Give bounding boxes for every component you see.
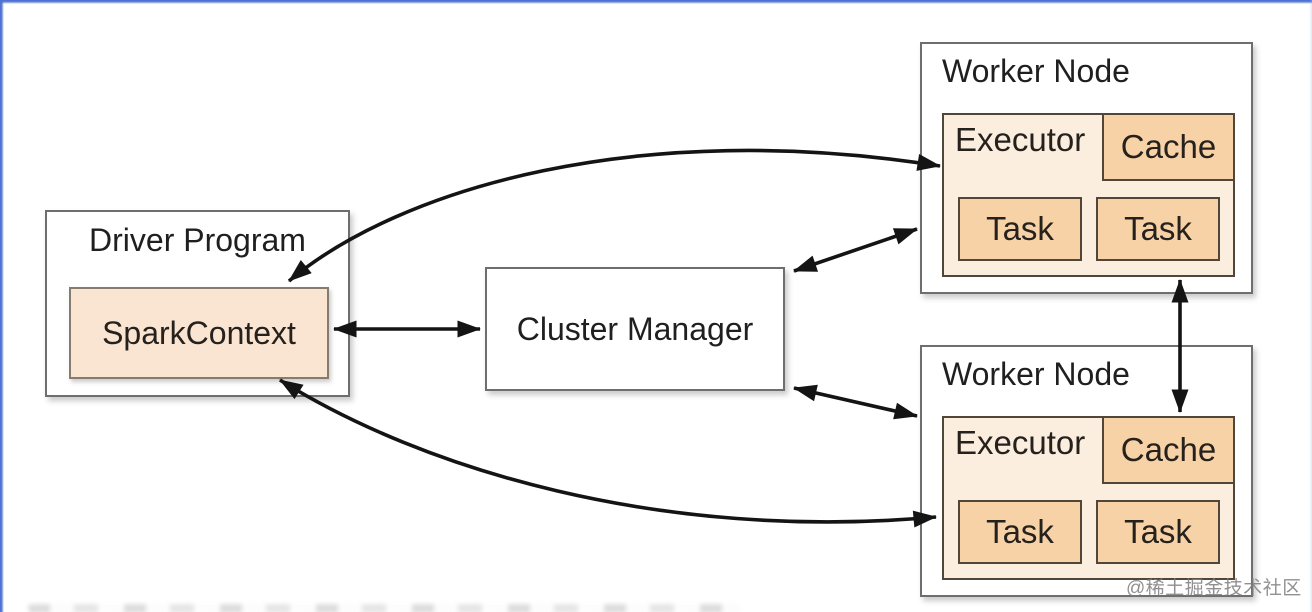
frame-edge-right	[1309, 0, 1312, 612]
watermark: @稀土掘金技术社区	[1126, 578, 1302, 599]
worker-node-1-box: Worker Node Executor Cache Task Task	[920, 42, 1253, 294]
worker-node-2-title: Worker Node	[942, 356, 1130, 392]
worker-node-1-task-2-box: Task	[1096, 197, 1220, 261]
worker-node-2-executor-label: Executor	[955, 424, 1086, 461]
worker-node-2-task-2-box: Task	[1096, 500, 1220, 564]
worker-node-2-task-1-box: Task	[958, 500, 1082, 564]
worker-node-2-box: Worker Node Executor Cache Task Task	[920, 345, 1253, 597]
driver-program-box: Driver Program SparkContext	[45, 210, 350, 397]
arrow-sparkcontext-worker1-executor	[287, 148, 941, 283]
arrow-clustermanager-worker2	[793, 384, 918, 420]
worker-node-1-title: Worker Node	[942, 53, 1130, 89]
worker-node-1-executor-label: Executor	[955, 121, 1086, 158]
worker-node-1-cache-box: Cache	[1102, 113, 1235, 181]
worker-node-1-task-1-box: Task	[958, 197, 1082, 261]
arrow-sparkcontext-worker2-executor	[279, 378, 937, 528]
bottom-edge-smudge	[28, 604, 740, 612]
cluster-manager-box: Cluster Manager	[485, 267, 785, 391]
frame-edge-left	[0, 0, 4, 612]
worker-node-2-cache-box: Cache	[1102, 416, 1235, 484]
arrow-clustermanager-worker1	[793, 227, 918, 273]
worker-node-2-executor-box: Executor Cache Task Task	[942, 416, 1235, 580]
driver-program-title: Driver Program	[89, 222, 306, 258]
worker-node-1-executor-box: Executor Cache Task Task	[942, 113, 1235, 277]
spark-context-box: SparkContext	[69, 287, 329, 379]
frame-edge-top	[0, 0, 1312, 4]
